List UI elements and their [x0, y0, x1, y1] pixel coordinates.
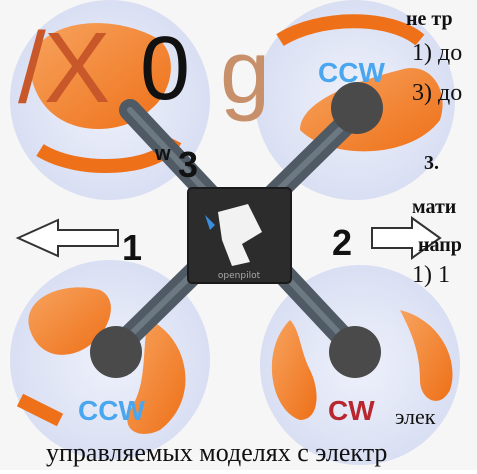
- small-w-label: w: [154, 143, 171, 165]
- rotor-label-rear-right: CW: [328, 395, 375, 426]
- side-text-line-7: 1) 1: [412, 262, 450, 288]
- overlay-g: g: [220, 23, 271, 123]
- side-text-line-4: 3.: [424, 152, 439, 174]
- motor-rear-left: [90, 326, 142, 378]
- openpilot-logo-icon: [218, 204, 262, 266]
- direction-arrow-icon: [205, 215, 215, 230]
- side-text-line-2: 1) до: [412, 40, 463, 66]
- motor-number-2: 2: [332, 222, 352, 263]
- side-text-line-8: элек: [395, 404, 436, 429]
- side-text-line-3: 3) до: [412, 80, 463, 106]
- flight-controller-hub: openpilot: [187, 187, 292, 284]
- bottom-text-line: управляемых моделях с электр: [46, 438, 388, 467]
- motor-front-right: [331, 82, 383, 134]
- left-arrow-icon: [15, 218, 119, 258]
- motor-number-1: 1: [122, 227, 142, 268]
- motor-rear-right: [329, 326, 381, 378]
- side-text-line-5: мати: [412, 196, 457, 218]
- side-text-line-6: напр: [418, 234, 462, 256]
- overlay-zero: 0: [140, 19, 191, 119]
- overlay-slash-x: /X: [18, 12, 110, 124]
- hub-label: openpilot: [218, 271, 261, 281]
- rotor-label-rear-left: CCW: [78, 395, 145, 426]
- side-text-line-1: не тр: [406, 8, 453, 30]
- rotor-label-front-right: CCW: [318, 57, 385, 88]
- right-arrow-icon: [371, 216, 442, 260]
- motor-number-3: 3: [178, 144, 198, 185]
